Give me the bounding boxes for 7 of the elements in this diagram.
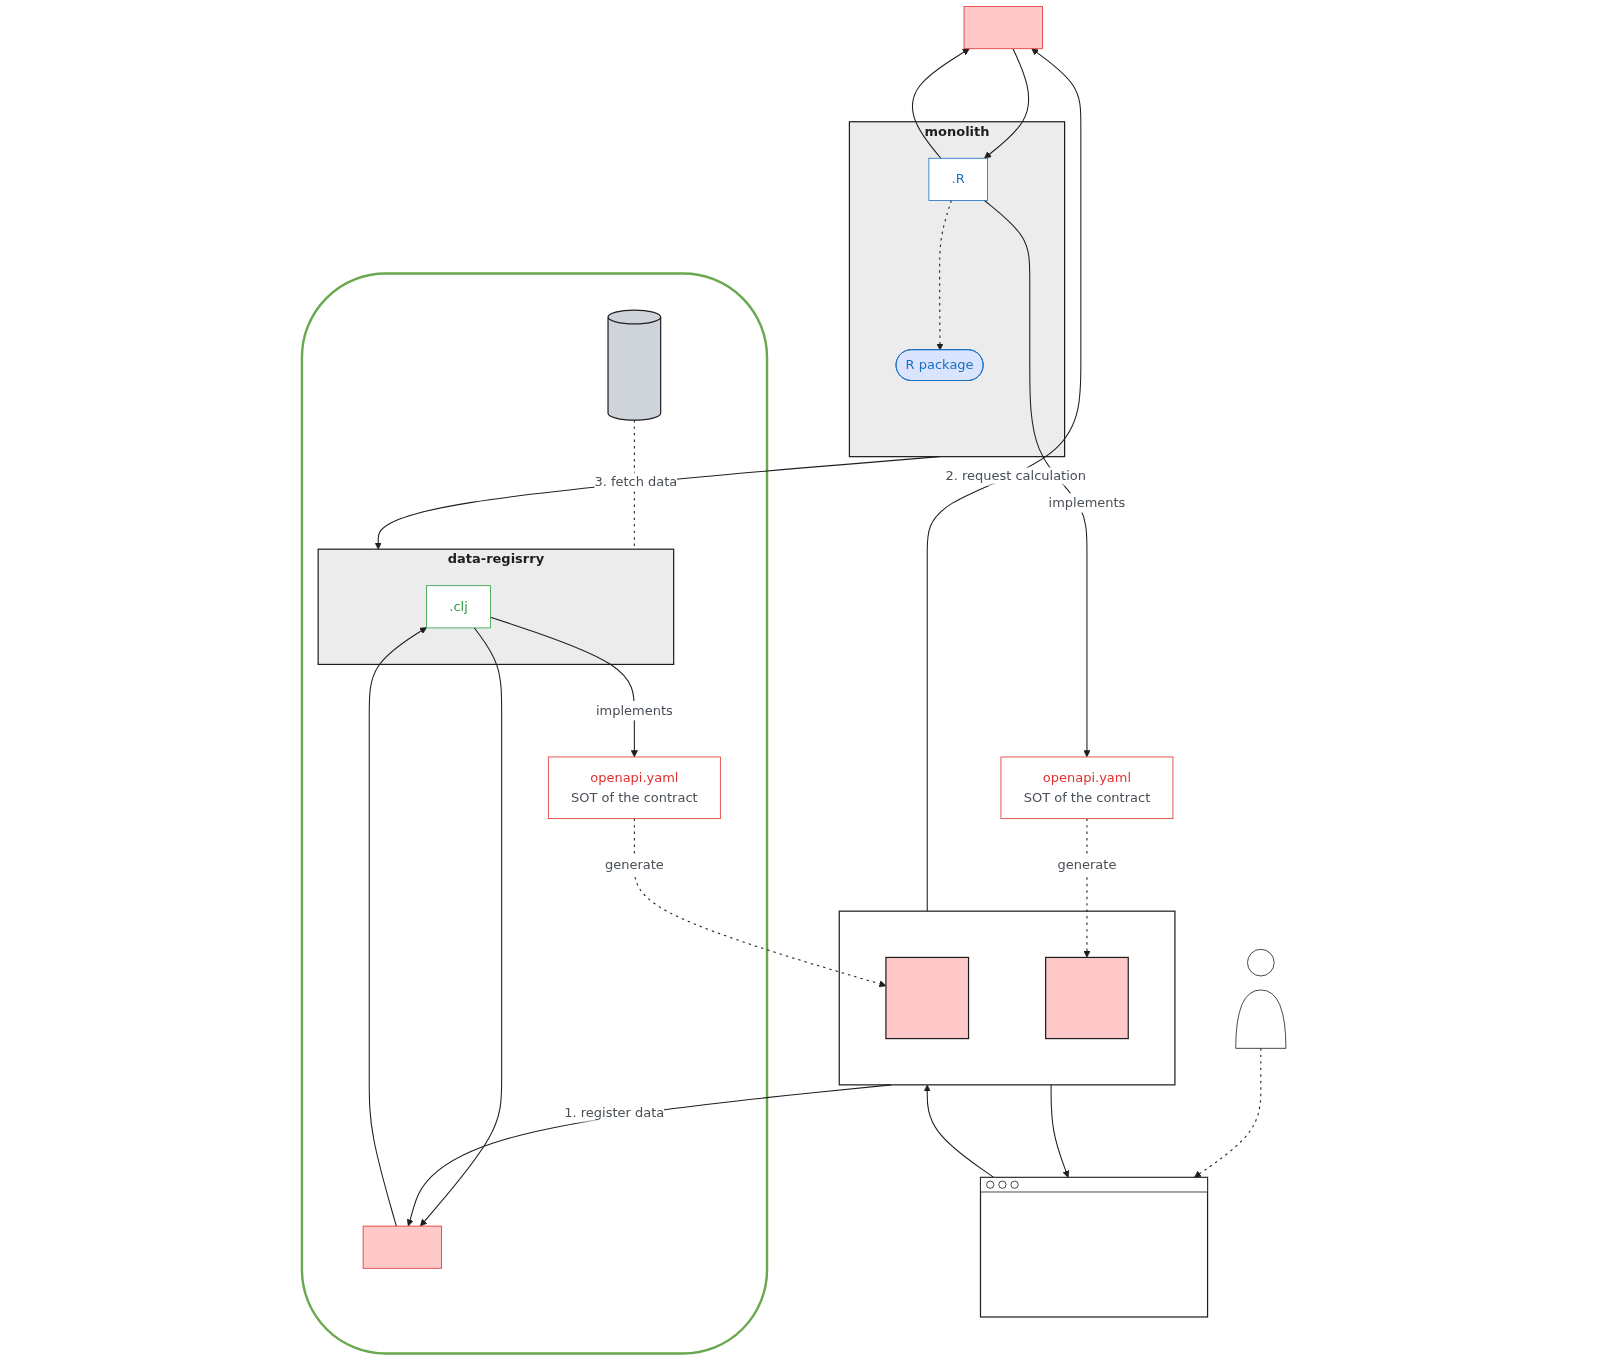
- edge-label: 2. request calculation: [945, 468, 1086, 484]
- edge-label: implements: [595, 702, 673, 718]
- edge-label: 1. register data: [564, 1104, 665, 1121]
- edge-label: 3. fetch data: [594, 473, 678, 489]
- edge-label: implements: [1048, 494, 1126, 511]
- edge-label: generate: [604, 856, 664, 873]
- edge-label: generate: [1057, 856, 1117, 873]
